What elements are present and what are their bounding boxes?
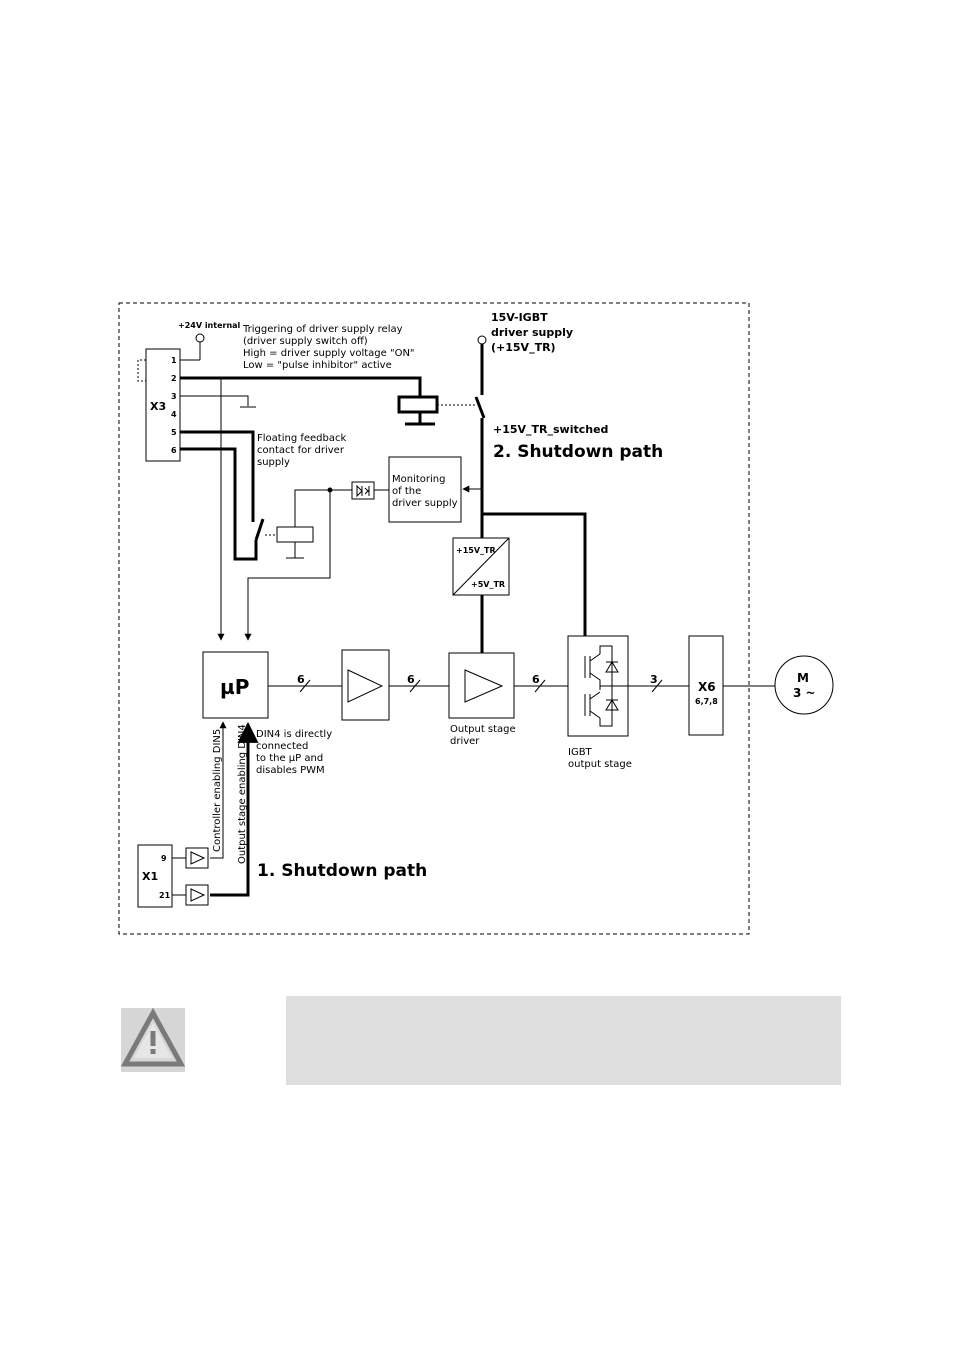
x3-pin-3: 3 (171, 392, 177, 401)
feedback-note-line1: Floating feedback (257, 433, 346, 444)
monitoring-line1: Monitoring (392, 474, 445, 485)
supply-24v-terminal (195, 333, 205, 343)
din4-buffer-icon (185, 884, 209, 906)
pwm-amplifier-box (341, 649, 390, 721)
driver-supply-switch (474, 396, 486, 419)
output-stage-enabling-label: Output stage enabling DIN4 (237, 724, 248, 864)
monitoring-box (388, 456, 462, 523)
monitoring-line3: driver supply (392, 498, 458, 509)
optocoupler-icon (351, 481, 375, 500)
switched-supply-label: +15V_TR_switched (493, 423, 608, 436)
trigger-note-line2: (driver supply switch off) (243, 336, 368, 347)
shutdown-path-1-label: 1. Shutdown path (257, 861, 427, 881)
bus-width-1: 6 (297, 673, 305, 686)
trigger-note-line4: Low = "pulse inhibitor" active (243, 360, 392, 371)
igbt-output-stage-line2: output stage (568, 759, 632, 770)
motor-phases: 3 ~ (793, 686, 816, 700)
feedback-note-line2: contact for driver (257, 445, 345, 456)
igbt-supply-line2: driver supply (491, 326, 573, 339)
output-stage-driver-box (448, 652, 515, 719)
dcdc-input-label: +15V_TR (456, 546, 496, 555)
output-stage-enable-line (210, 721, 259, 897)
din5-buffer-icon (185, 847, 209, 869)
output-stage-driver-line2: driver (450, 736, 480, 747)
microprocessor-box (202, 651, 269, 719)
x3-pin-4: 4 (171, 410, 177, 419)
microprocessor-label: µP (220, 675, 249, 699)
x3-label: X3 (150, 400, 166, 413)
driver-relay-coil (397, 395, 439, 414)
x1-pin-9: 9 (161, 854, 167, 863)
output-stage-driver-line1: Output stage (450, 724, 516, 735)
x6-pins: 6,7,8 (695, 697, 718, 706)
x1-connector (137, 844, 173, 908)
trigger-note-line1: Triggering of driver supply relay (242, 324, 403, 335)
igbt-supply-line1: 15V-IGBT (491, 311, 548, 324)
feedback-contact (254, 518, 265, 541)
x3-connector: X3 1 2 3 4 5 6 (137, 348, 181, 462)
motor-symbol (774, 655, 834, 715)
din4-note-line2: connected (256, 741, 308, 752)
bus-width-3: 6 (532, 673, 540, 686)
x1-label: X1 (142, 870, 158, 883)
feedback-note-line3: supply (257, 457, 290, 468)
supply-24v-label: +24V internal (178, 321, 241, 330)
warning-triangle-icon (120, 1007, 186, 1067)
controller-enable-line (210, 721, 227, 859)
controller-enabling-label: Controller enabling DIN5 (212, 729, 223, 852)
motor-label: M (797, 671, 809, 685)
x6-connector (688, 635, 724, 736)
din4-note-line4: disables PWM (256, 765, 325, 776)
igbt-supply-terminal (477, 335, 487, 345)
igbt-output-stage-line1: IGBT (568, 747, 593, 758)
bus-width-4: 3 (650, 673, 658, 686)
monitoring-relay-coil (276, 526, 314, 543)
din4-note-line1: DIN4 is directly (256, 729, 332, 740)
x3-pin-6: 6 (171, 446, 177, 455)
x3-pin-1: 1 (171, 356, 177, 365)
dcdc-output-label: +5V_TR (471, 580, 505, 589)
x1-pin-21: 21 (159, 891, 171, 900)
x6-label: X6 (698, 680, 716, 694)
x3-pin-5: 5 (171, 428, 177, 437)
warning-panel (286, 996, 841, 1085)
x3-pin-2: 2 (171, 374, 177, 383)
igbt-supply-line3: (+15V_TR) (491, 341, 556, 354)
warning-icon-box (120, 1007, 186, 1072)
igbt-stage-icon (567, 635, 629, 737)
trigger-note-line3: High = driver supply voltage "ON" (243, 348, 415, 359)
din4-note-line3: to the µP and (256, 753, 323, 764)
shutdown-path-2-label: 2. Shutdown path (493, 442, 663, 462)
device-boundary (118, 302, 750, 935)
relay-drive-line (180, 376, 422, 398)
bus-width-2: 6 (407, 673, 415, 686)
monitoring-line2: of the (392, 486, 421, 497)
